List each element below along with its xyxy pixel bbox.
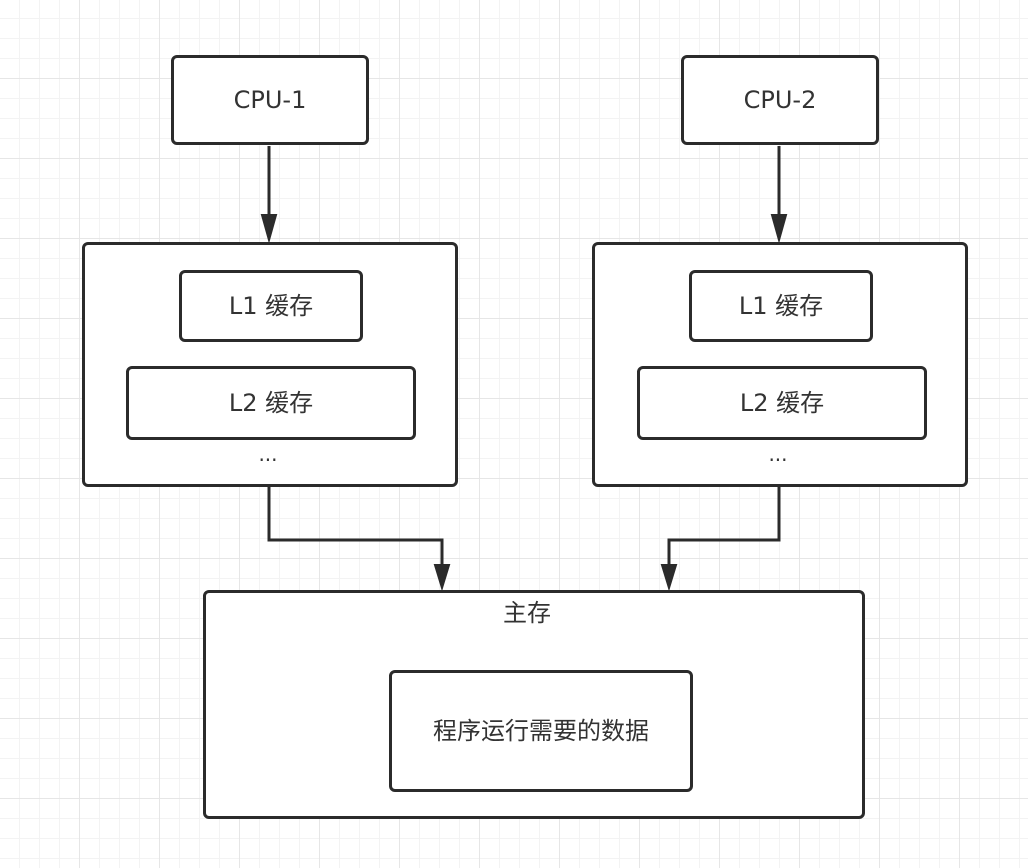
cache2-l1-node[interactable]: L1 缓存 (689, 270, 873, 342)
edge-cpu1-arrowhead (260, 214, 278, 244)
program-data-label: 程序运行需要的数据 (433, 717, 649, 745)
cpu2-node[interactable]: CPU-2 (681, 55, 879, 145)
cache-group-2[interactable]: L1 缓存 L2 缓存 ... (592, 242, 968, 487)
cache1-more-label: ... (258, 442, 278, 466)
cache1-l1-label: L1 缓存 (228, 292, 314, 320)
program-data-node[interactable]: 程序运行需要的数据 (389, 670, 693, 792)
cache-group-1[interactable]: L1 缓存 L2 缓存 ... (82, 242, 458, 487)
main-memory-node[interactable]: 主存 程序运行需要的数据 (203, 590, 865, 819)
cache2-l1-label: L1 缓存 (738, 292, 824, 320)
edge-cache1-arrowhead (433, 564, 451, 592)
cache1-l2-node[interactable]: L2 缓存 (126, 366, 416, 440)
main-memory-title: 主存 (503, 599, 551, 627)
cpu1-node[interactable]: CPU-1 (171, 55, 369, 145)
edge-cache2-arrowhead (660, 564, 678, 592)
cpu1-label: CPU-1 (233, 86, 307, 114)
cpu2-label: CPU-2 (743, 86, 817, 114)
cache2-l2-label: L2 缓存 (739, 389, 825, 417)
cache2-more-label: ... (768, 442, 788, 466)
edge-cache1-to-memory (267, 487, 444, 570)
edge-cache2-to-memory (667, 487, 781, 570)
cache1-l1-node[interactable]: L1 缓存 (179, 270, 363, 342)
edge-cpu2-arrowhead (770, 214, 788, 244)
cache2-l2-node[interactable]: L2 缓存 (637, 366, 927, 440)
cache1-l2-label: L2 缓存 (228, 389, 314, 417)
